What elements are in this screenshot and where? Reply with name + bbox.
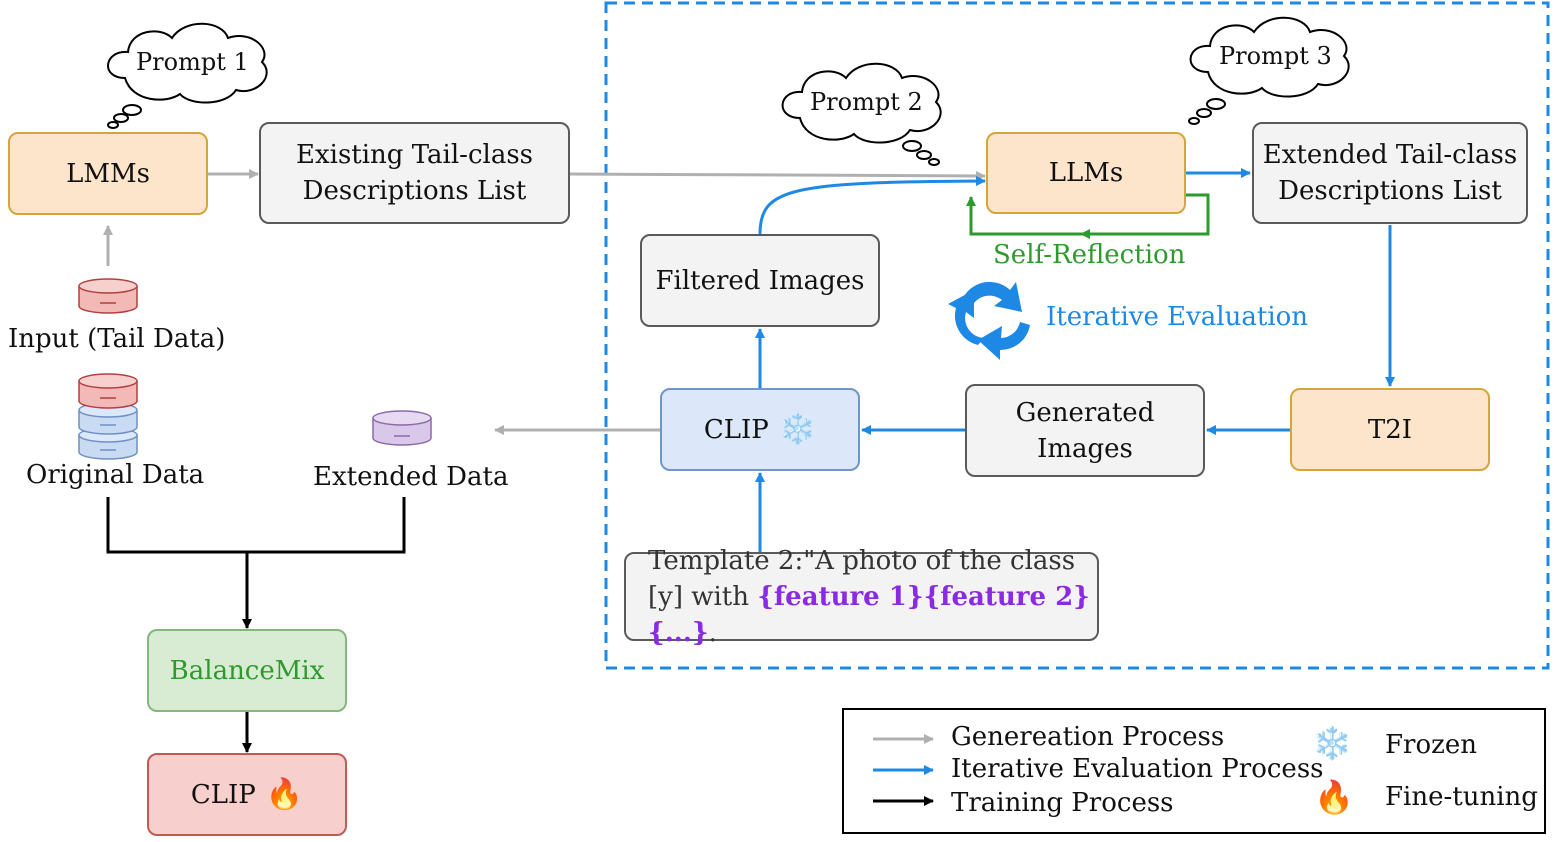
- arrow-existing-to-llms: [569, 170, 986, 181]
- input-tail-database-icon: [78, 278, 138, 314]
- prompt-2-label: Prompt 2: [810, 88, 923, 116]
- original-data-label: Original Data: [26, 460, 205, 490]
- thought-cloud-2: [781, 62, 942, 166]
- iterative-evaluation-label: Iterative Evaluation: [1046, 302, 1309, 332]
- lmms-box: LMMs: [8, 132, 208, 215]
- existing-line2: Descriptions List: [302, 176, 527, 206]
- training-merge: [106, 497, 406, 554]
- legend-training: Training Process: [951, 788, 1174, 818]
- llms-label: LLMs: [1048, 158, 1124, 188]
- extended-line2: Descriptions List: [1278, 176, 1502, 206]
- extended-data-label: Extended Data: [313, 462, 509, 492]
- extended-descriptions-box: Extended Tail-class Descriptions List: [1252, 122, 1528, 224]
- template-box: Template 2:"A photo of the class [y] wit…: [624, 546, 1099, 648]
- legend-generation: Genereation Process: [951, 722, 1225, 752]
- prompt-3-label: Prompt 3: [1219, 42, 1332, 70]
- legend: Genereation Process Iterative Evaluation…: [842, 708, 1546, 834]
- template-features: {feature 1}{feature 2}{...}: [648, 581, 1090, 648]
- self-reflection-loop: [966, 193, 1210, 236]
- thought-cloud-1: [107, 22, 268, 129]
- clip-frozen-label: CLIP: [703, 414, 769, 445]
- generated-images-box: Generated Images: [965, 384, 1205, 477]
- t2i-box: T2I: [1290, 388, 1490, 471]
- extended-data-database-icon: [372, 410, 432, 446]
- existing-line1: Existing Tail-class: [295, 140, 534, 170]
- clip-frozen-box: CLIP ❄️: [660, 388, 860, 471]
- input-tail-label: Input (Tail Data): [8, 324, 226, 354]
- filtered-images-box: Filtered Images: [640, 234, 880, 327]
- fire-icon: 🔥: [265, 776, 304, 812]
- llms-box: LLMs: [986, 132, 1186, 214]
- extended-line1: Extended Tail-class: [1262, 140, 1518, 170]
- original-data-database-icon: [78, 373, 138, 460]
- self-reflection-label: Self-Reflection: [993, 240, 1186, 270]
- balancemix-label: BalanceMix: [169, 655, 325, 686]
- thought-cloud-3: [1188, 16, 1350, 125]
- legend-frozen: Frozen: [1385, 730, 1477, 760]
- template-line2-suffix: .: [708, 617, 717, 648]
- legend-finetuning: Fine-tuning: [1385, 782, 1538, 812]
- clip-finetune-box: CLIP 🔥: [147, 753, 347, 836]
- legend-fire-icon: 🔥: [1314, 778, 1354, 816]
- filtered-label: Filtered Images: [655, 265, 865, 296]
- template-line2-prefix: [y] with: [648, 581, 758, 612]
- balancemix-box: BalanceMix: [147, 629, 347, 712]
- template-line1: Template 2:"A photo of the class: [648, 545, 1076, 576]
- existing-descriptions-box: Existing Tail-class Descriptions List: [259, 122, 570, 224]
- clip-finetune-label: CLIP: [190, 779, 256, 810]
- lmms-label: LMMs: [66, 158, 150, 189]
- arrow-filtered-to-llms: [758, 176, 986, 235]
- generated-label: Generated Images: [1015, 397, 1155, 464]
- cycle-arrows-icon: [948, 281, 1030, 360]
- t2i-label: T2I: [1367, 414, 1413, 445]
- legend-iterative: Iterative Evaluation Process: [951, 754, 1324, 784]
- snowflake-icon: ❄️: [778, 411, 817, 447]
- legend-snowflake-icon: ❄️: [1312, 724, 1352, 762]
- template-line2: [y] with {feature 1}{feature 2}{...}.: [648, 579, 1097, 651]
- prompt-1-label: Prompt 1: [136, 48, 249, 76]
- iterative-frame: [604, 1, 1550, 670]
